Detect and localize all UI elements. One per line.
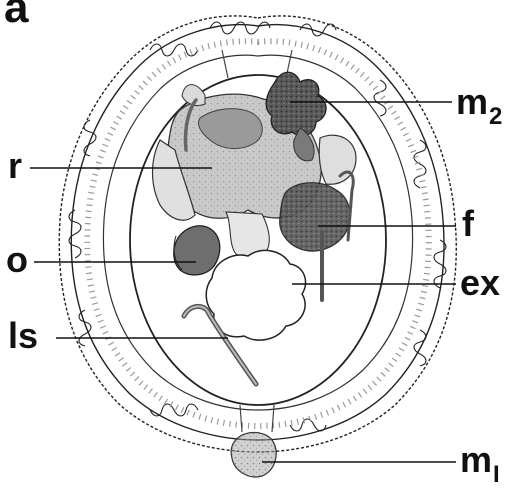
panel-label: a bbox=[4, 0, 28, 30]
label-ls: ls bbox=[8, 318, 38, 354]
label-o: o bbox=[6, 242, 28, 278]
label-m1: mI bbox=[460, 442, 500, 478]
label-m2-main: m bbox=[456, 81, 488, 122]
label-ex: ex bbox=[460, 265, 500, 301]
label-m1-main: m bbox=[460, 439, 492, 480]
label-m2-sub: 2 bbox=[489, 103, 502, 130]
f-organ bbox=[280, 183, 350, 251]
label-m1-sub: I bbox=[493, 461, 500, 488]
label-r: r bbox=[8, 148, 22, 184]
label-m2: m2 bbox=[456, 84, 502, 120]
label-f: f bbox=[462, 206, 474, 242]
